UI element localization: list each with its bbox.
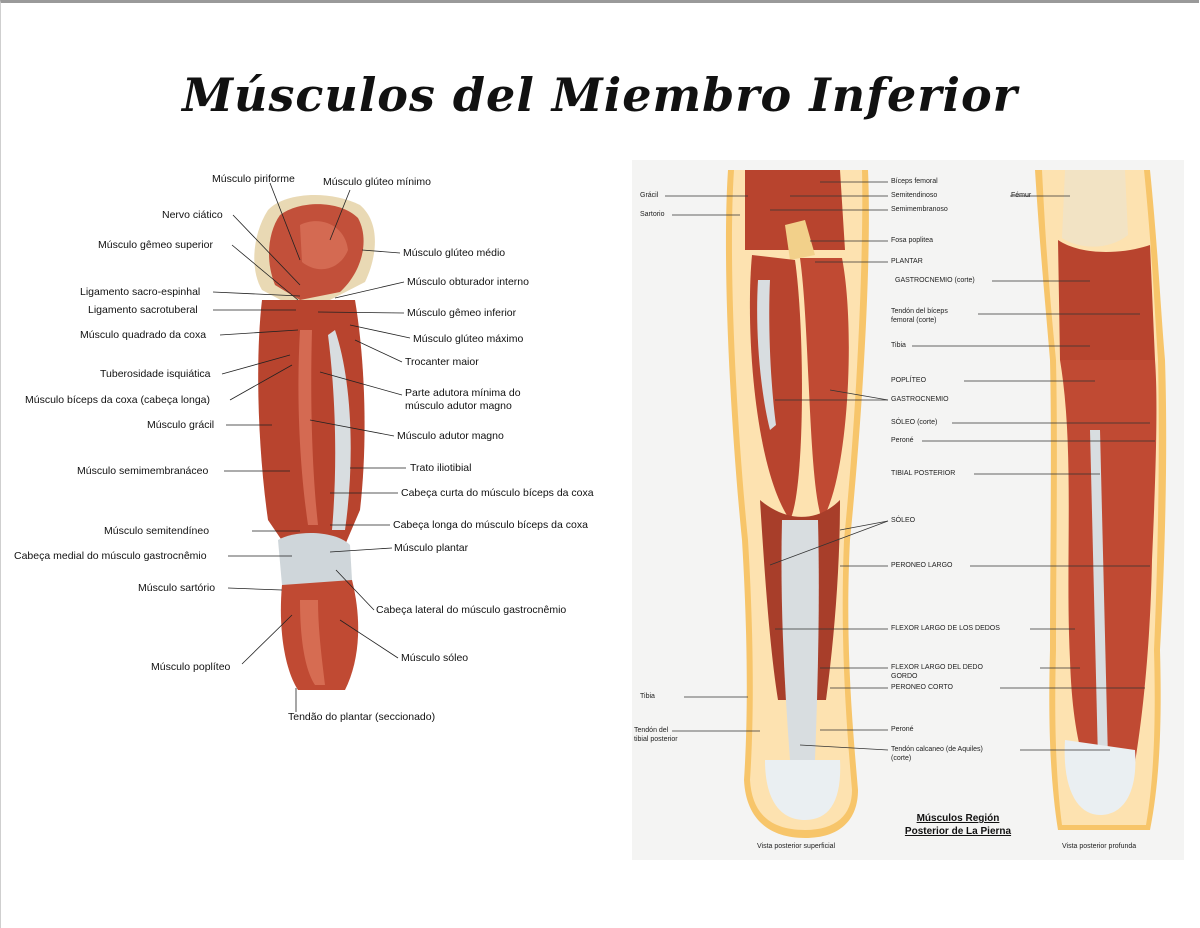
label-cabeca-curta: Cabeça curta do músculo bíceps da coxa: [401, 487, 594, 499]
label-semitendineo: Músculo semitendíneo: [104, 525, 210, 537]
r-label-tendon-biceps-2: femoral (corte): [891, 317, 937, 324]
label-gemeo-inferior: Músculo gêmeo inferior: [407, 307, 517, 319]
r-label-plantar: PLANTAR: [891, 258, 923, 265]
label-nervo-ciatico: Nervo ciático: [162, 209, 223, 221]
label-gracil: Músculo grácil: [147, 419, 215, 431]
deep-muscles-upper: [1058, 240, 1155, 375]
adductor-strip: [298, 330, 318, 525]
r-label-fosa-poplitea: Fosa poplitea: [891, 237, 934, 244]
r-label-sartorio: Sartorio: [640, 211, 665, 218]
r-label-femur: Fémur: [1011, 192, 1032, 199]
label-tendao-plantar: Tendão do plantar (seccionado): [288, 711, 436, 723]
label-lig-sacrotuberal: Ligamento sacrotuberal: [88, 304, 198, 316]
label-gluteo-minimo: Músculo glúteo mínimo: [323, 176, 431, 188]
r-label-perone-1: Peroné: [891, 437, 914, 444]
r-label-biceps-femoral: Bíceps femoral: [891, 178, 938, 185]
label-gluteo-maximo: Músculo glúteo máximo: [413, 333, 524, 345]
caption-line-1: Músculos Región: [916, 813, 1000, 824]
popliteal-fossa: [785, 220, 815, 260]
label-gastro-lateral: Cabeça lateral do músculo gastrocnêmio: [376, 604, 567, 616]
popliteal-region: [278, 533, 352, 596]
label-plantar: Músculo plantar: [394, 542, 469, 554]
caption-line-2: Posterior de La Pierna: [904, 826, 1012, 837]
r-label-flexor-gordo-1: FLEXOR LARGO DEL DEDO: [891, 664, 983, 671]
achilles-tendon: [781, 520, 819, 760]
gluteus-minimus: [300, 221, 348, 270]
r-label-aquiles-2: (corte): [891, 755, 912, 762]
r-label-peroneo-corto: PERONEO CORTO: [891, 684, 953, 691]
label-parte-adutora-1: Parte adutora mínima do: [405, 387, 521, 399]
r-label-tibia-left: Tibia: [640, 693, 655, 700]
label-tuberosidade: Tuberosidade isquiática: [100, 368, 211, 380]
label-popliteo: Músculo poplíteo: [151, 661, 231, 673]
label-parte-adutora-2: músculo adutor magno: [405, 400, 512, 412]
deep-muscles-lower: [1060, 360, 1157, 790]
r-label-semimembranoso: Semimembranoso: [891, 206, 948, 213]
label-gluteo-medio: Músculo glúteo médio: [403, 247, 506, 259]
r-label-flexor-dedos: FLEXOR LARGO DE LOS DEDOS: [891, 625, 1000, 632]
femur-bone: [1062, 170, 1128, 247]
right-figure-caption: Músculos Región Posterior de La Pierna: [893, 812, 1023, 838]
r-label-tendon-tibial-1: Tendón del: [634, 727, 669, 734]
iliotibial-tract: [328, 330, 351, 530]
r-label-vista-profunda: Vista posterior profunda: [1062, 843, 1137, 850]
r-label-tendon-biceps-1: Tendón del bíceps: [891, 308, 948, 315]
label-gemeo-superior: Músculo gêmeo superior: [98, 239, 213, 251]
label-obturador-interno: Músculo obturador interno: [407, 276, 529, 288]
r-label-gastrocnemio: GASTROCNEMIO: [891, 396, 949, 403]
label-gastro-medial: Cabeça medial do músculo gastrocnêmio: [14, 550, 207, 562]
r-label-semitendinoso: Semitendinoso: [891, 192, 938, 199]
r-label-soleo-corte: SÓLEO (corte): [891, 419, 938, 426]
label-cabeca-longa: Cabeça longa do músculo bíceps da coxa: [393, 519, 588, 531]
calf-highlight: [300, 600, 325, 685]
r-label-peroneo-largo: PERONEO LARGO: [891, 562, 953, 569]
label-biceps-longa: Músculo bíceps da coxa (cabeça longa): [25, 394, 211, 406]
label-semimembranaceo: Músculo semimembranáceo: [77, 465, 209, 477]
r-label-aquiles-1: Tendón calcaneo (de Aquiles): [891, 746, 983, 753]
label-adutor-magno: Músculo adutor magno: [397, 430, 504, 442]
deep-tendons: [1090, 430, 1108, 760]
r-label-tendon-tibial-2: tibial posterior: [634, 736, 678, 743]
r-label-perone-2: Peroné: [891, 726, 914, 733]
deep-heel: [1064, 740, 1136, 815]
label-trato-iliotibial: Trato iliotibial: [410, 462, 472, 474]
r-label-gastro-corte: GASTROCNEMIO (corte): [895, 277, 975, 284]
heel: [765, 760, 841, 820]
gastrocnemius-lateral: [800, 258, 849, 520]
label-piriforme: Músculo piriforme: [212, 173, 295, 185]
r-label-gracil: Grácil: [640, 192, 659, 199]
gastro-tendon-sheen: [757, 280, 776, 430]
r-label-soleo: SÓLEO: [891, 517, 916, 524]
r-label-vista-superficial: Vista posterior superficial: [757, 843, 836, 850]
label-lig-sacroespinhal: Ligamento sacro-espinhal: [80, 286, 201, 298]
r-label-tibial-posterior: TIBIAL POSTERIOR: [891, 470, 956, 477]
label-quadrado-coxa: Músculo quadrado da coxa: [80, 329, 207, 341]
page-title: Músculos del Miembro Inferior: [182, 68, 1018, 122]
label-soleo: Músculo sóleo: [401, 652, 469, 664]
label-trocanter: Trocanter maior: [405, 356, 479, 368]
label-sartorio: Músculo sartório: [138, 582, 216, 594]
r-label-tibia: Tibia: [891, 342, 906, 349]
r-label-popliteo: POPLÍTEO: [891, 377, 927, 384]
r-label-flexor-gordo-2: GORDO: [891, 673, 918, 680]
